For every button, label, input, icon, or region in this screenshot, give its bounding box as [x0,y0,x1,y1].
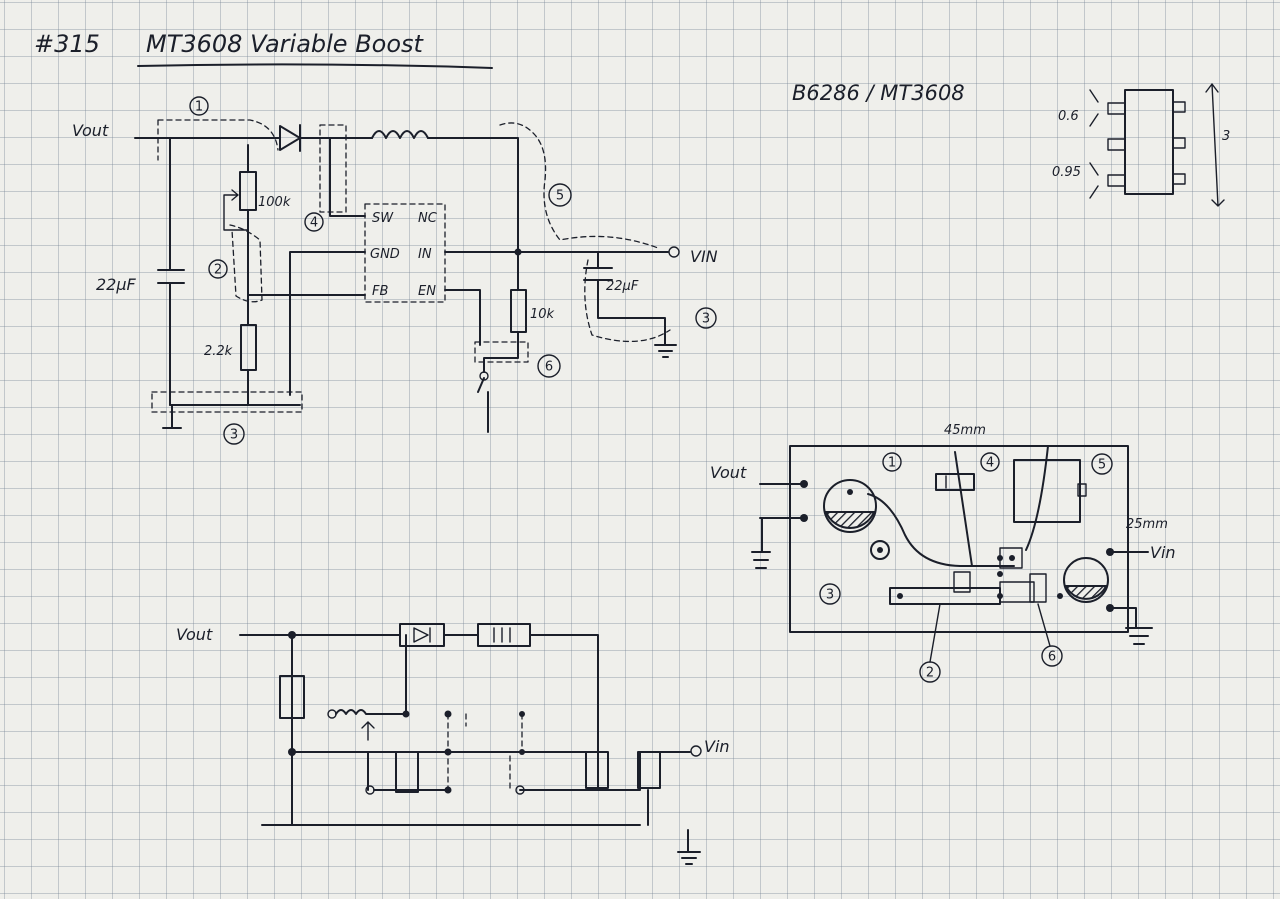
project-title: MT3608 Variable Boost [146,30,425,58]
pcb-net-5: 5 [1098,458,1106,473]
potentiometer [239,171,257,211]
schematic: Vout 22µF 100k 2.2k SW NC GND IN FB EN V [72,96,718,445]
stripboard-diode [399,623,445,647]
pcb-height-label: 25mm [1126,517,1168,532]
pad-pitch-label: 0.6 [1058,109,1079,124]
pcb-vin-label: Vin [1150,543,1176,562]
bottom-resistor-label: 2.2k [204,344,233,359]
pin-en: EN [418,284,436,299]
schematic-net-2: 2 [214,263,222,278]
enable-switch [477,331,519,433]
pcb-net-4: 4 [986,456,994,471]
schematic-net-6: 6 [545,360,553,375]
pad-spacing-label: 0.95 [1052,165,1081,180]
pcb-net-2: 2 [926,666,934,681]
diode-symbol [279,124,301,152]
stripboard-output-cap [279,675,305,719]
schematic-net-1: 1 [195,100,203,115]
stripboard-resistor [585,751,609,789]
stripboard-vout-label: Vout [176,625,213,644]
schematic-vout-label: Vout [72,121,109,140]
schematic-net-3b: 3 [702,312,710,327]
stripboard-input-cap [637,751,661,789]
pcb-net-3: 3 [826,588,834,603]
input-capacitor [583,251,677,358]
stripboard-pot [395,751,419,793]
pcb-vout-label: Vout [710,463,747,482]
pcb-strip [889,587,1001,605]
project-number: #315 [34,30,100,58]
package-width-label: 3 [1222,129,1230,144]
inductor-symbol [371,130,429,139]
pcb-inductor [1013,459,1081,523]
package-drawing: 0.6 0.95 3 [1052,83,1230,207]
pin-in: IN [418,247,432,262]
output-capacitor [157,137,185,406]
title-block: #315 MT3608 Variable Boost [34,30,493,69]
pcb-input-cap [1063,557,1109,603]
schematic-vin-label: VIN [690,247,718,266]
pcb-outline [789,445,1129,633]
stripboard-inductor [477,623,531,647]
pin-gnd: GND [370,247,400,262]
title-underline [137,63,493,69]
pcb-net-1: 1 [888,456,896,471]
pcb-layout: 45mm 25mm Vout Vin [710,423,1176,683]
pcb-width-label: 45mm [944,423,986,438]
pin-fb: FB [372,284,388,299]
output-cap-label: 22µF [96,275,137,294]
bottom-resistor [240,324,257,371]
schematic-net-4: 4 [310,216,318,231]
chip-note: B6286 / MT3608 [792,81,965,105]
stripboard-vin-label: Vin [704,737,730,756]
en-resistor [510,289,527,333]
schematic-net-5: 5 [556,189,564,204]
schematic-net-3a: 3 [230,428,238,443]
pin-nc: NC [418,211,438,226]
pcb-net-6: 6 [1048,650,1056,665]
pcb-pot [870,540,890,560]
input-cap-label: 22µF [606,279,639,294]
pin-sw: SW [372,211,394,226]
pot-value-label: 100k [258,195,291,210]
pcb-output-cap [823,479,877,533]
en-resistor-label: 10k [530,307,555,322]
pcb-diode [935,473,975,491]
stripboard-layout: Vout Vin [176,623,730,865]
